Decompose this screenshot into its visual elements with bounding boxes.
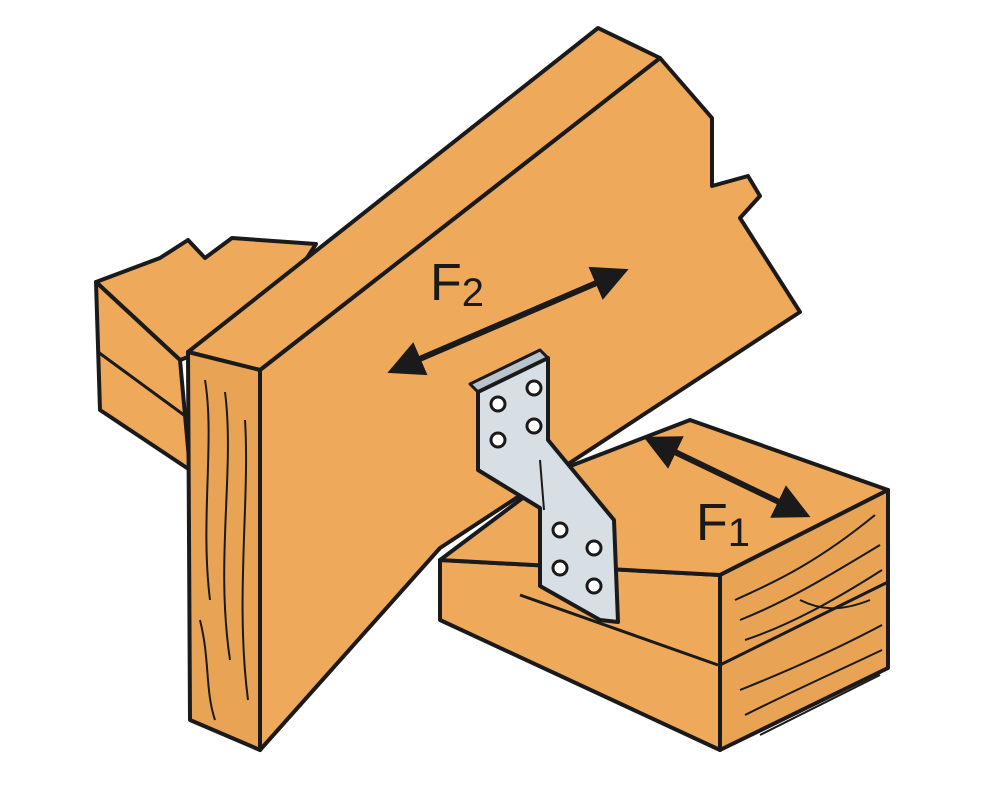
lower-beam-end-grain: [718, 488, 890, 752]
nail-hole: [551, 559, 569, 577]
force-1-subscript: 1: [728, 511, 750, 555]
nail-hole: [489, 431, 507, 449]
nail-hole: [585, 539, 603, 557]
force-2-subscript: 2: [462, 271, 484, 315]
nail-holes: [489, 379, 603, 595]
end-grain-lines: [734, 514, 883, 736]
rafter-end-grain-lines: [199, 379, 249, 721]
force-1-main: F: [696, 494, 728, 552]
force-2-arrow: [387, 266, 629, 376]
force-1-label: F1: [696, 494, 750, 555]
force-2-main: F: [430, 254, 462, 312]
nail-hole: [525, 379, 543, 397]
nail-hole: [525, 417, 543, 435]
nail-hole: [585, 577, 603, 595]
nail-hole: [489, 395, 507, 413]
connector-plate: [468, 348, 620, 624]
plate-face: [476, 356, 620, 624]
force-1-arrow: [643, 436, 811, 518]
nail-hole: [551, 521, 569, 539]
force-2-label: F2: [430, 254, 484, 315]
